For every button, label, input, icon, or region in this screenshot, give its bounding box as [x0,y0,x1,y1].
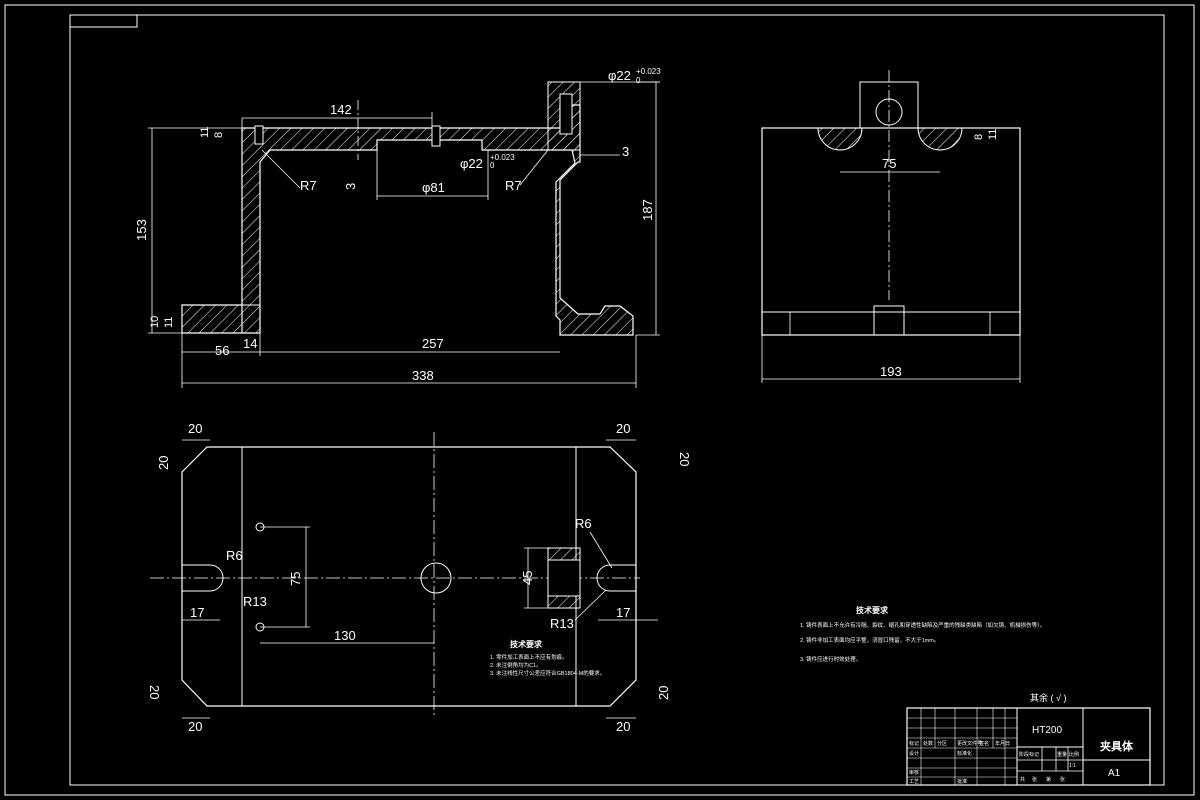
tb-row-label: 年月日 [995,740,1010,747]
dim-phi22-top-tol0: 0 [636,76,641,85]
tb-row-label: 工艺 [909,779,919,785]
title-block: 标记 处数 分区 更改文件号 签名 年月日 设计 标准化 审核 工艺 批准 HT… [906,707,1151,786]
tb-row-label: 更改文件号 [957,740,982,747]
dim-153: 153 [134,219,149,241]
dim-10: 10 [149,316,161,328]
dim-8: 8 [213,132,225,138]
side-dim-11: 11 [987,129,999,140]
plan-dim-45: 45 [520,571,535,585]
tb-footer: 张 [1032,776,1037,783]
top-view: 142 153 11 8 R7 3 φ81 R7 φ22 +0.023 0 φ2… [134,67,661,388]
tb-header-col: 阶段标记 [1019,751,1039,758]
notes-small: 技术要求 1. 零件加工表面上不应有划痕。 2. 未注倒角均为C1。 3. 未注… [490,639,605,677]
notes-large: 技术要求 1. 铸件表面上不允许有冷隔、裂纹、缩孔和穿透性缺陷及严重的残缺类缺陷… [800,605,1045,663]
tb-footer: 张 [1060,776,1065,783]
plan-dim-17-left: 17 [190,605,204,620]
plan-dim-20-br-v: 20 [656,686,671,700]
notes-large-heading: 技术要求 [856,605,889,615]
plan-body [181,446,637,707]
tb-row-label: 处数 [923,740,933,747]
plan-r13-left: R13 [243,594,267,609]
outer-frame [4,4,1195,796]
notes-small-heading: 技术要求 [510,639,543,649]
dim-187: 187 [640,199,655,221]
top-boss-hole [559,93,573,135]
tb-row-label: 批准 [957,778,967,785]
dim-phi81: φ81 [422,180,445,195]
plan-r13-right: R13 [550,616,574,631]
plan-dim-20-tl-v: 20 [156,456,171,470]
side-dim-193: 193 [880,364,902,379]
dim-56: 56 [215,343,229,358]
plan-dim-75: 75 [288,572,303,586]
top-flange-left [181,304,261,334]
dim-phi22-mid: φ22 [460,156,483,171]
tb-header-col: 重量 [1057,751,1067,758]
tb-row-label: 分区 [937,740,947,747]
tb-row-label: 签名 [979,740,989,747]
corner-id-box [69,14,138,28]
plan-dim-17-right: 17 [616,605,630,620]
tb-footer: 第 [1046,776,1051,783]
plan-dim-130: 130 [334,628,356,643]
top-slot-left [254,125,264,145]
radius-r7-left: R7 [300,178,317,193]
notes-large-item: 1. 铸件表面上不允许有冷隔、裂纹、缩孔和穿透性缺陷及严重的残缺类缺陷（如欠铸、… [800,621,1045,629]
plan-dim-20-br-h: 20 [616,719,630,734]
tb-material: HT200 [1032,725,1062,736]
plan-dim-20-tr-v: 20 [677,452,692,466]
dim-3-right: 3 [622,144,629,159]
plan-dim-20-bl-v: 20 [147,685,162,699]
dim-338: 338 [412,368,434,383]
tb-sheet: A1 [1108,768,1121,779]
side-dim-8: 8 [973,134,985,140]
dim-3-mid: 3 [343,183,358,190]
tb-row-label: 标记 [909,740,919,747]
dim-14: 14 [243,336,257,351]
dim-phi22-mid-tol: +0.023 [490,153,515,162]
dim-11b: 11 [163,317,175,328]
side-view: 75 8 11 193 [761,70,1021,383]
plan-dim-20-tr-h: 20 [616,421,630,436]
top-slot-mid [431,125,441,147]
plan-dim-20-tl-h: 20 [188,421,202,436]
notes-small-item: 2. 未注倒角均为C1。 [490,661,542,669]
dim-phi22-mid-tol0: 0 [490,161,495,170]
notes-large-item: 3. 铸件应进行时效处理。 [800,655,861,663]
dim-phi22-top: φ22 [608,68,631,83]
plan-r6-right: R6 [575,516,592,531]
tb-row-label: 标准化 [957,750,972,757]
tb-header-col: 比例 [1069,751,1079,758]
dim-11: 11 [199,127,211,138]
side-dim-75: 75 [882,156,896,171]
dim-142: 142 [330,102,352,117]
surface-finish-note: 其余 ( √ ) [1030,692,1066,703]
tb-row-label: 审核 [909,769,919,776]
tb-scale: 1:1 [1069,763,1076,769]
notes-small-item: 3. 未注线性尺寸公差应符合GB1804-M的要求。 [490,669,605,677]
tb-part-name: 夹具体 [1100,739,1134,753]
dim-phi22-top-tol: +0.023 [636,67,661,76]
dim-257: 257 [422,336,444,351]
tb-footer: 共 [1020,776,1025,783]
notes-large-item: 2. 铸件非加工表面均应平整，浇冒口残留，不大于1mm。 [800,636,939,644]
inner-frame [69,14,1165,786]
radius-r7-right: R7 [505,178,522,193]
plan-center-hole [420,562,452,594]
plan-view: 20 20 20 20 20 20 20 20 R6 R13 R6 R13 75… [147,421,692,734]
tb-row-label: 设计 [909,750,919,757]
plan-dim-20-bl-h: 20 [188,719,202,734]
notes-small-item: 1. 零件加工表面上不应有划痕。 [490,653,568,661]
plan-r6-left: R6 [226,548,243,563]
